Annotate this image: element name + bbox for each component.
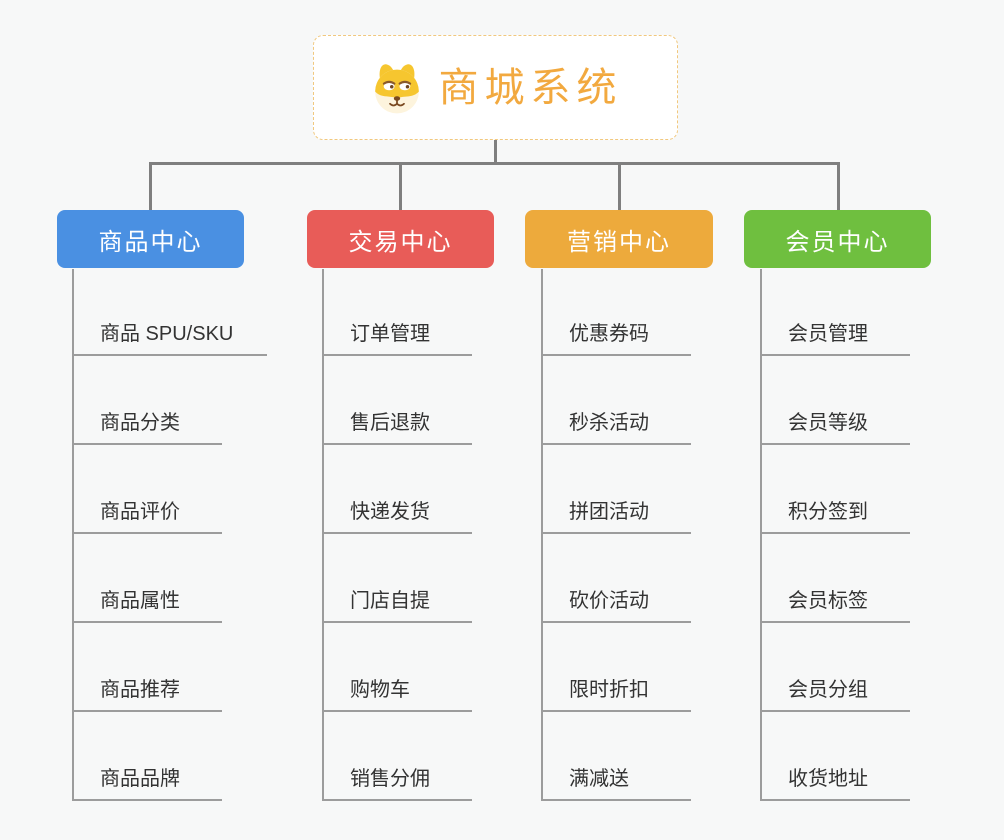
root-node-mall-system[interactable]: 商城系统	[313, 35, 678, 140]
drop-line-marketing	[618, 162, 621, 210]
leaf-label: 收货地址	[788, 768, 868, 790]
leaf-node[interactable]: 优惠券码	[541, 310, 691, 356]
leaf-node[interactable]: 积分签到	[760, 488, 910, 534]
leaf-label: 拼团活动	[569, 501, 649, 523]
child-tree-line	[322, 269, 324, 800]
child-tree-line	[760, 269, 762, 800]
leaf-label: 销售分佣	[350, 768, 430, 790]
child-tree-line	[72, 269, 74, 800]
branch-label: 会员中心	[785, 228, 890, 256]
leaf-label: 快递发货	[350, 501, 430, 523]
leaf-node[interactable]: 会员分组	[760, 666, 910, 712]
leaf-node[interactable]: 拼团活动	[541, 488, 691, 534]
leaf-label: 商品品牌	[100, 768, 180, 790]
leaf-node[interactable]: 门店自提	[322, 577, 472, 623]
leaf-node[interactable]: 砍价活动	[541, 577, 691, 623]
leaf-node[interactable]: 秒杀活动	[541, 399, 691, 445]
drop-line-trade	[399, 162, 402, 210]
root-title: 商城系统	[438, 65, 623, 110]
leaf-label: 商品评价	[100, 501, 180, 523]
leaf-node[interactable]: 限时折扣	[541, 666, 691, 712]
branch-label: 营销中心	[567, 228, 671, 256]
branch-bus-line	[149, 162, 840, 165]
leaf-node[interactable]: 收货地址	[760, 755, 910, 801]
leaf-label: 积分签到	[788, 501, 868, 523]
leaf-label: 砍价活动	[569, 590, 649, 612]
leaf-label: 优惠券码	[569, 323, 649, 345]
leaf-label: 订单管理	[350, 323, 430, 345]
leaf-label: 商品属性	[100, 590, 180, 612]
leaf-node[interactable]: 销售分佣	[322, 755, 472, 801]
leaf-label: 限时折扣	[569, 679, 649, 701]
leaf-label: 会员等级	[788, 412, 868, 434]
leaf-label: 商品分类	[100, 412, 180, 434]
leaf-label: 商品推荐	[100, 679, 180, 701]
root-stem-line	[494, 140, 497, 164]
branch-node-marketing-center[interactable]: 营销中心	[525, 210, 713, 268]
branch-label: 交易中心	[348, 228, 453, 256]
drop-line-products	[149, 162, 152, 210]
leaf-label: 满减送	[569, 768, 629, 790]
leaf-label: 门店自提	[350, 590, 430, 612]
leaf-label: 售后退款	[350, 412, 430, 434]
drop-line-member	[837, 162, 840, 210]
leaf-label: 会员标签	[788, 590, 868, 612]
leaf-node[interactable]: 订单管理	[322, 310, 472, 356]
dog-face-icon	[369, 60, 425, 116]
leaf-label: 会员分组	[788, 679, 868, 701]
leaf-node[interactable]: 会员管理	[760, 310, 910, 356]
leaf-node[interactable]: 会员等级	[760, 399, 910, 445]
child-tree-line	[541, 269, 543, 800]
leaf-node[interactable]: 满减送	[541, 755, 691, 801]
leaf-node[interactable]: 商品评价	[72, 488, 222, 534]
leaf-node[interactable]: 商品推荐	[72, 666, 222, 712]
leaf-node[interactable]: 商品属性	[72, 577, 222, 623]
leaf-node[interactable]: 商品分类	[72, 399, 222, 445]
branch-label: 商品中心	[98, 228, 203, 256]
branch-node-member-center[interactable]: 会员中心	[744, 210, 931, 268]
leaf-node[interactable]: 商品品牌	[72, 755, 222, 801]
branch-node-trade-center[interactable]: 交易中心	[307, 210, 494, 268]
leaf-node[interactable]: 购物车	[322, 666, 472, 712]
leaf-node[interactable]: 商品 SPU/SKU	[72, 310, 268, 356]
leaf-label: 商品 SPU/SKU	[100, 323, 234, 345]
branch-node-product-center[interactable]: 商品中心	[57, 210, 244, 268]
leaf-node[interactable]: 快递发货	[322, 488, 472, 534]
leaf-label: 会员管理	[788, 323, 868, 345]
leaf-node[interactable]: 售后退款	[322, 399, 472, 445]
leaf-label: 购物车	[350, 679, 410, 701]
leaf-node[interactable]: 会员标签	[760, 577, 910, 623]
leaf-label: 秒杀活动	[569, 412, 649, 434]
